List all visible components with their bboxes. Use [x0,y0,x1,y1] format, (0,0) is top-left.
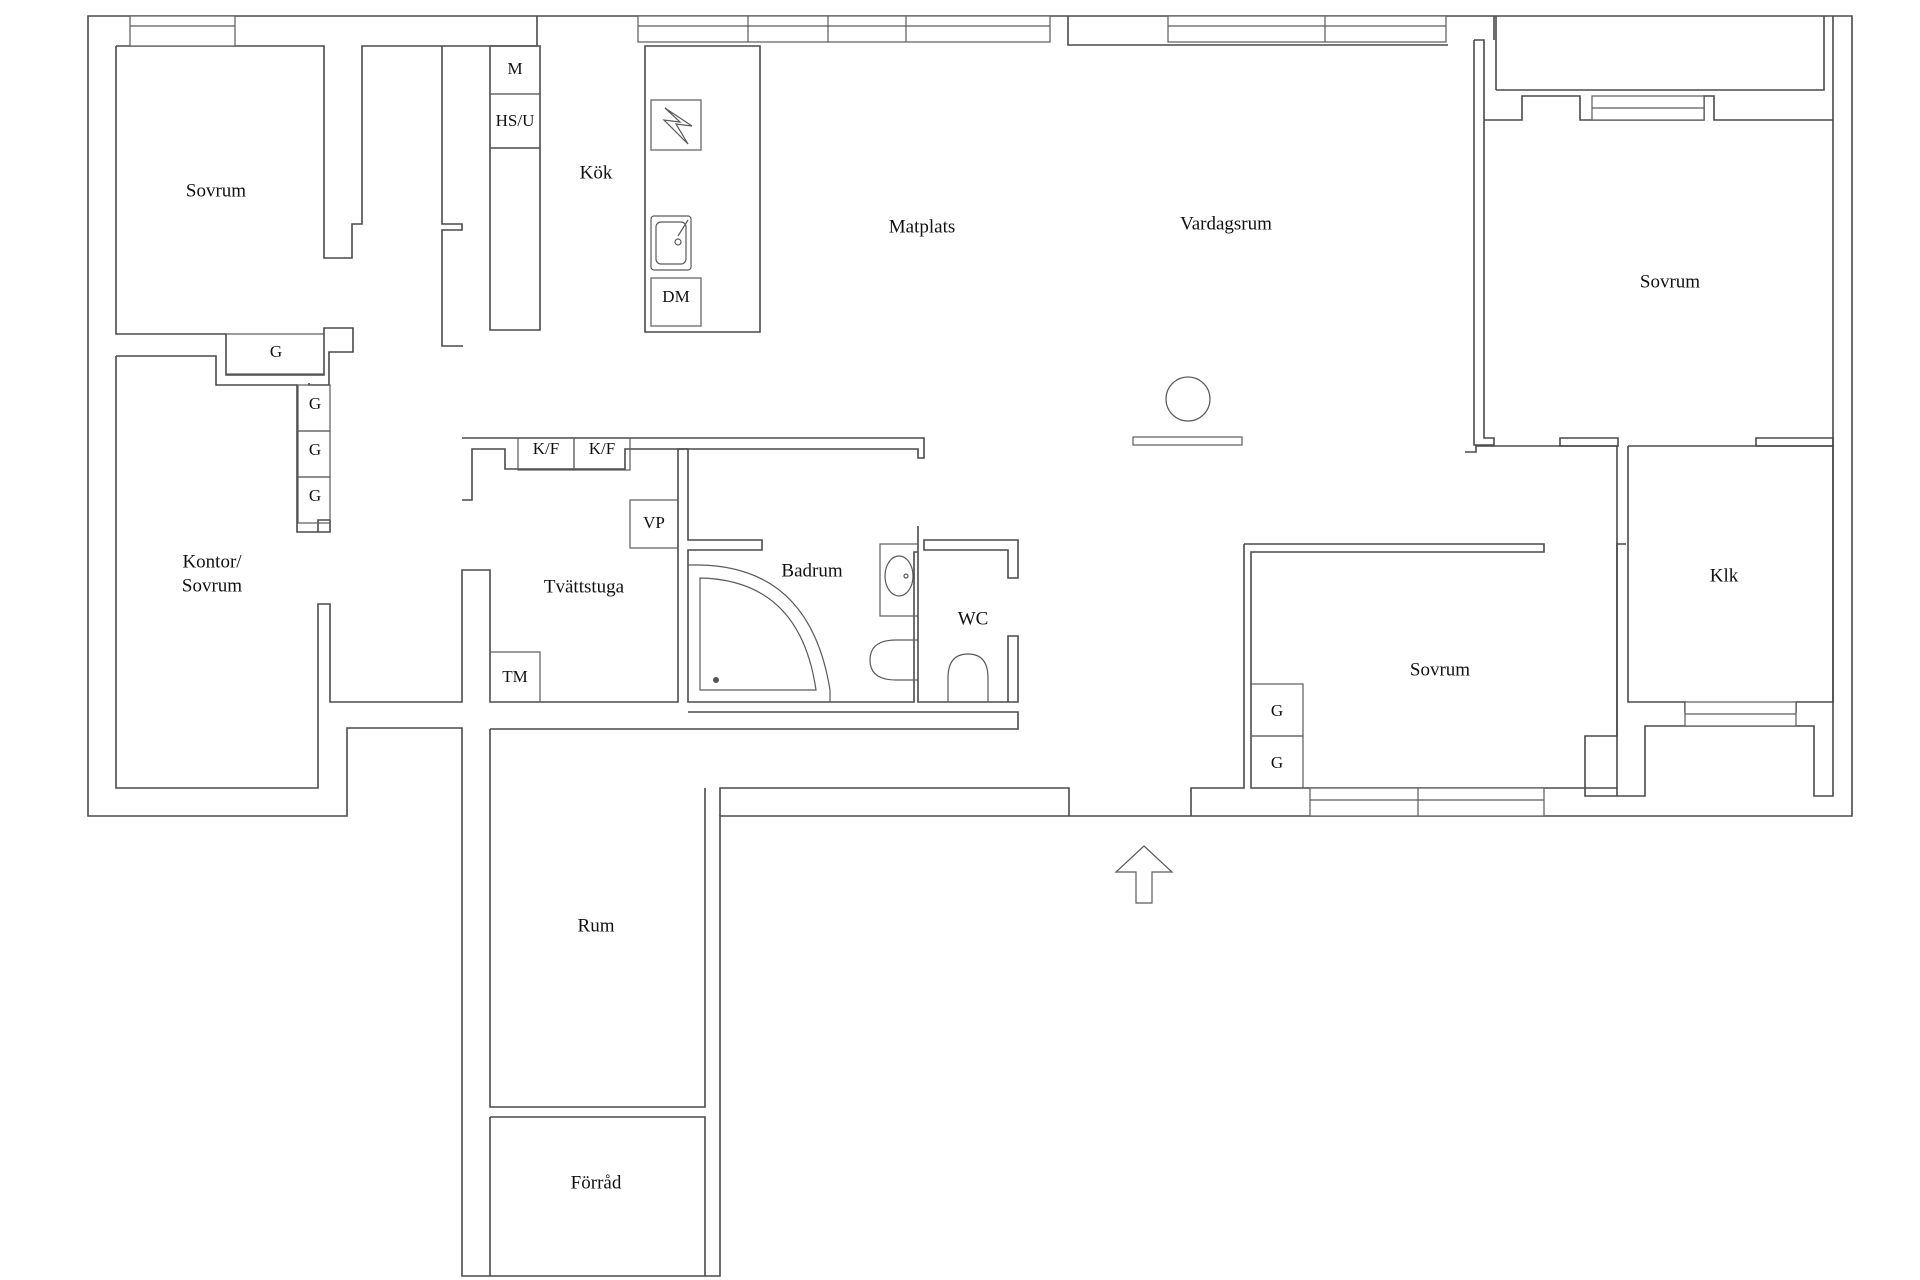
wardrobe-label-2: G [309,394,321,413]
toilet-icon-bath [869,639,919,681]
wardrobe-top: G [225,333,325,375]
bathtub-icon [687,564,831,703]
fireplace-icon [1132,376,1243,446]
microwave-label: M [507,59,522,78]
outer-walls [87,15,1853,1277]
fridge-freezer-label-2: K/F [589,439,615,458]
wardrobe-label-5: G [1271,701,1283,720]
room-label-badrum: Badrum [781,560,842,581]
dryer-label: TM [502,667,528,686]
room-label-wc: WC [958,608,989,629]
wardrobe-label-6: G [1271,753,1283,772]
water-heater-label: VP [643,513,665,532]
interior-walls [115,16,1834,1276]
fridge-freezer-2: K/F [573,437,631,471]
water-heater-box: VP [629,499,679,549]
kitchen-sink-icon [650,215,692,271]
room-label-vardagsrum: Vardagsrum [1180,213,1272,234]
room-label-kok: Kök [580,162,613,183]
room-label-kontor-line1: Kontor/ [182,551,242,572]
room-label-tvattstuga: Tvättstuga [544,576,625,597]
dryer-box: TM [489,651,541,703]
fixtures: M HS/U DM G [225,45,1304,789]
fridge-freezer-label-1: K/F [533,439,559,458]
dishwasher-box: DM [650,277,702,327]
wardrobe-center: G G [1250,683,1304,789]
stove-icon [650,99,702,151]
wardrobe-label-4: G [309,486,321,505]
hsu-box: HS/U [489,93,541,149]
room-label-rum: Rum [578,915,615,936]
room-label-sovrum-nw: Sovrum [186,180,246,201]
fridge-freezer-1: K/F [517,437,575,471]
microwave-box: M [489,45,541,95]
toilet-icon-wc [947,653,989,703]
windows [129,15,1797,817]
room-label-sovrum-ne: Sovrum [1640,271,1700,292]
room-label-forrad: Förråd [571,1172,622,1193]
dishwasher-label: DM [662,287,689,306]
washbasin-icon [879,543,919,617]
room-label-kontor-line2: Sovrum [182,575,242,596]
entrance-arrow-icon [1114,845,1174,904]
wardrobe-label-1: G [270,342,282,361]
room-labels: Sovrum Kök Matplats Vardagsrum Sovrum Ko… [182,162,1739,1193]
room-label-klk: Klk [1710,565,1739,586]
wardrobe-label-3: G [309,440,321,459]
room-label-sovrum-center: Sovrum [1410,659,1470,680]
wardrobe-col: G G G [297,384,331,524]
hsu-label: HS/U [496,111,535,130]
room-label-matplats: Matplats [889,216,956,237]
